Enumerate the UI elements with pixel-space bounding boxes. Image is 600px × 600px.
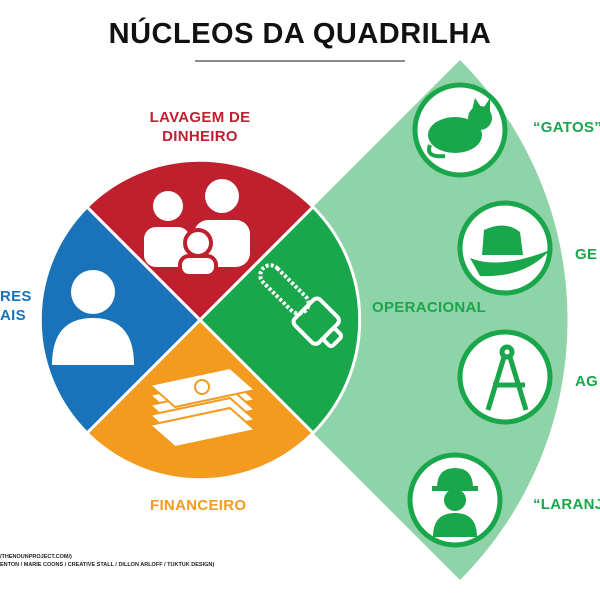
label-financeiro: FINANCEIRO <box>150 497 247 514</box>
family-icon <box>144 179 250 278</box>
role-label-ge: GE <box>575 246 598 263</box>
worker-icon <box>432 468 478 537</box>
money-stack-icon <box>147 366 258 449</box>
role-circle-hat <box>457 200 553 296</box>
wedge-operacional <box>197 204 362 436</box>
hat-icon <box>470 225 550 277</box>
role-label-ag: AG <box>575 373 599 390</box>
label-left-line2: AIS <box>0 307 26 324</box>
cat-icon <box>427 98 492 159</box>
role-label-laranjas: “LARANJ <box>533 496 600 513</box>
wedge-left <box>38 204 203 436</box>
label-lavagem-line2: DINHEIRO <box>162 128 238 145</box>
title-underline <box>195 60 405 62</box>
role-circle-gatos <box>412 82 508 178</box>
label-left-line1: RES <box>0 288 32 305</box>
label-lavagem-line1: LAVAGEM DE <box>149 109 251 126</box>
chainsaw-icon <box>258 263 344 349</box>
credits-line1: /THENOUNPROJECT.COM/) <box>0 554 72 560</box>
label-left: RES AIS <box>0 287 32 325</box>
role-label-gatos: “GATOS” <box>533 119 600 136</box>
page-title: NÚCLEOS DA QUADRILHA <box>108 18 492 50</box>
operational-fan <box>200 60 568 580</box>
role-circle-laranjas <box>407 452 503 548</box>
role-circle-compass <box>457 329 553 425</box>
person-icon <box>52 270 134 365</box>
label-lavagem: LAVAGEM DE DINHEIRO <box>140 108 260 146</box>
icon-credits: /THENOUNPROJECT.COM/) ENTON / MARIE COON… <box>0 553 214 569</box>
compass-icon <box>485 344 529 411</box>
label-operacional: OPERACIONAL <box>372 299 487 316</box>
credits-line2: ENTON / MARIE COONS / CREATIVE STALL / D… <box>0 562 215 568</box>
